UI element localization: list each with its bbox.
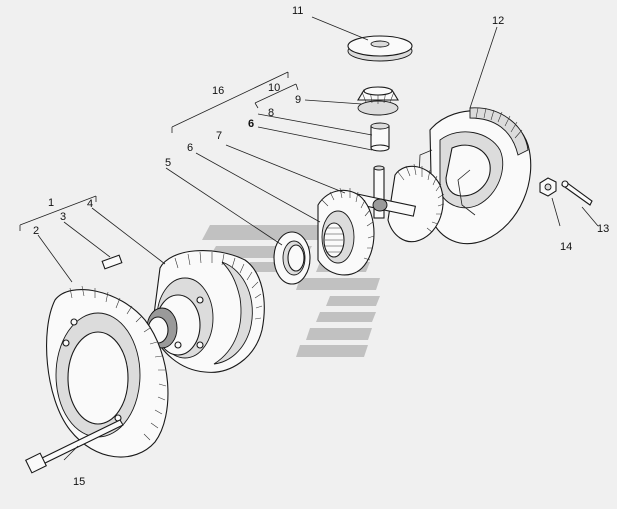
callout-9: 9 xyxy=(295,94,302,106)
callout-8: 8 xyxy=(268,107,275,119)
callout-14: 14 xyxy=(560,241,573,253)
side-gear-part-6 xyxy=(317,187,375,276)
callout-1: 1 xyxy=(48,197,55,209)
callout-11: 11 xyxy=(292,5,304,17)
spider-assembly-part-7 xyxy=(353,163,445,243)
thrust-washer-part-5 xyxy=(273,231,311,285)
callout-6-bold: 6 xyxy=(248,118,255,130)
pinion-gear-part-9 xyxy=(357,86,399,116)
callout-10: 10 xyxy=(268,82,281,94)
callout-16: 16 xyxy=(212,85,225,97)
callout-4: 4 xyxy=(87,198,94,210)
long-bolt-part-15 xyxy=(25,419,124,474)
callout-7: 7 xyxy=(216,130,223,142)
callout-12: 12 xyxy=(492,15,505,27)
callout-6: 6 xyxy=(187,142,194,154)
cotter-pin-part-13 xyxy=(561,180,593,206)
washer-part-11 xyxy=(347,35,413,62)
stud-part-3 xyxy=(101,254,123,270)
bushing-part-8 xyxy=(370,122,390,152)
callout-5: 5 xyxy=(165,157,172,169)
case-half-part-4 xyxy=(146,250,265,373)
case-half-part-12 xyxy=(417,107,532,245)
callout-15: 15 xyxy=(73,476,86,488)
leader-lines xyxy=(19,16,599,461)
callout-2: 2 xyxy=(33,225,40,237)
callout-13: 13 xyxy=(597,223,610,235)
nut-part-14 xyxy=(539,177,557,197)
callout-3: 3 xyxy=(60,211,67,223)
ring-gear-part-2 xyxy=(46,285,169,458)
